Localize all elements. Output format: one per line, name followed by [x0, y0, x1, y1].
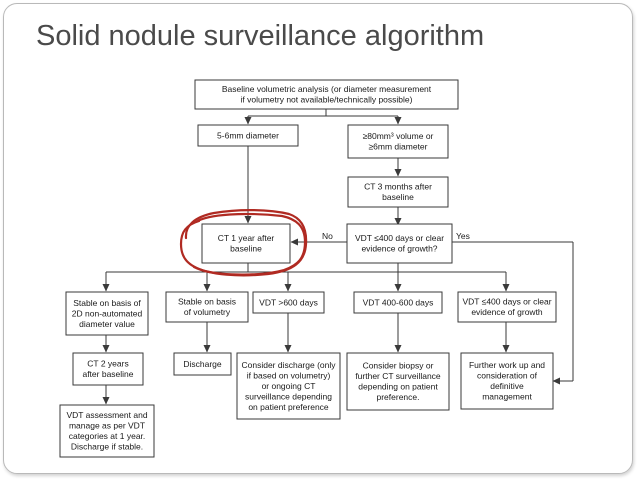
stable-volumetry-text-line: of volumetry	[184, 307, 231, 317]
slide-title: Solid nodule surveillance algorithm	[36, 20, 485, 52]
further-workup-text-line: definitive	[490, 381, 524, 391]
further-workup-text-line: Further work up and	[469, 360, 545, 370]
vdt-600-box: VDT >600 days	[252, 291, 325, 314]
discharge-box: Discharge	[173, 352, 232, 376]
stable-2d-text-line: diameter value	[79, 319, 135, 329]
stable-volumetry-rect	[165, 291, 249, 323]
consider-biopsy-text-line: preference.	[377, 392, 420, 402]
ct-1-year-text-line: baseline	[230, 244, 262, 254]
large-volume-box: ≥80mm³ volume or≥6mm diameter	[347, 124, 449, 159]
slide-frame	[3, 3, 633, 474]
vdt-assessment-text-line: Discharge if stable.	[71, 442, 143, 452]
baseline-rect	[194, 79, 459, 110]
edge-label-no: No	[322, 231, 333, 241]
consider-discharge-rect	[236, 352, 341, 420]
ct-3-months-text-line: baseline	[382, 192, 414, 202]
large-volume-text-line: ≥6mm diameter	[369, 142, 428, 152]
vdt-assessment-text-line: manage as per VDT	[69, 421, 145, 431]
vdt-le-400-text-line: VDT ≤400 days or clear	[462, 297, 551, 307]
vdt-600-rect	[252, 291, 325, 314]
further-workup-text-line: management	[482, 392, 532, 402]
baseline-box: Baseline volumetric analysis (or diamete…	[194, 79, 459, 110]
vdt-le-400-rect	[457, 291, 557, 323]
large-volume-text-line: ≥80mm³ volume or	[363, 131, 434, 141]
further-workup-text-line: consideration of	[477, 371, 538, 381]
baseline-text-line: if volumetry not available/technically p…	[241, 95, 413, 105]
consider-discharge-text-line: or ongoing CT	[262, 381, 316, 391]
vdt-check-text-line: VDT ≤400 days or clear	[355, 233, 444, 243]
further-workup-rect	[460, 352, 554, 410]
consider-discharge-text-line: if based on volumetry)	[247, 370, 331, 380]
discharge-rect	[173, 352, 232, 376]
consider-biopsy-rect	[346, 352, 450, 411]
vdt-400-600-text-line: VDT 400-600 days	[363, 297, 434, 307]
small-diameter-rect	[197, 124, 299, 147]
discharge-text-line: Discharge	[183, 359, 222, 369]
edge-label-yes: Yes	[456, 231, 470, 241]
small-diameter-text-line: 5-6mm diameter	[217, 130, 279, 140]
large-volume-rect	[347, 124, 449, 159]
ct-2-years-rect	[72, 352, 144, 386]
consider-discharge-text-line: on patient preference	[248, 402, 329, 412]
ct-1-year-rect	[201, 223, 291, 264]
vdt-400-600-rect	[353, 291, 443, 314]
consider-biopsy-text-line: Consider biopsy or	[363, 361, 434, 371]
consider-biopsy-text-line: depending on patient	[358, 382, 438, 392]
consider-discharge-text-line: Consider discharge (only	[241, 360, 336, 370]
vdt-check-text-line: evidence of growth?	[361, 244, 437, 254]
stable-2d-text-line: 2D non-automated	[72, 308, 143, 318]
baseline-text-line: Baseline volumetric analysis (or diamete…	[222, 84, 432, 94]
small-diameter-box: 5-6mm diameter	[197, 124, 299, 147]
vdt-le-400-text-line: evidence of growth	[471, 307, 543, 317]
ct-2-years-text-line: CT 2 years	[87, 359, 128, 369]
stable-2d-text-line: Stable on basis of	[73, 298, 141, 308]
ct-1-year-text-line: CT 1 year after	[218, 233, 275, 243]
highlight-circle	[179, 209, 308, 277]
vdt-check-rect	[346, 223, 453, 264]
stable-volumetry-text-line: Stable on basis	[178, 297, 236, 307]
vdt-assessment-rect	[59, 404, 155, 458]
stable-2d-rect	[65, 291, 149, 336]
ct-3-months-text-line: CT 3 months after	[364, 182, 432, 192]
ct-3-months-rect	[347, 176, 449, 208]
vdt-assessment-text-line: VDT assessment and	[66, 410, 147, 420]
ct-2-years-text-line: after baseline	[82, 369, 133, 379]
consider-biopsy-text-line: further CT surveillance	[355, 371, 441, 381]
vdt-600-text-line: VDT >600 days	[259, 297, 318, 307]
vdt-assessment-text-line: categories at 1 year.	[69, 431, 146, 441]
vdt-400-600-box: VDT 400-600 days	[353, 291, 443, 314]
consider-discharge-text-line: surveillance depending	[245, 391, 332, 401]
